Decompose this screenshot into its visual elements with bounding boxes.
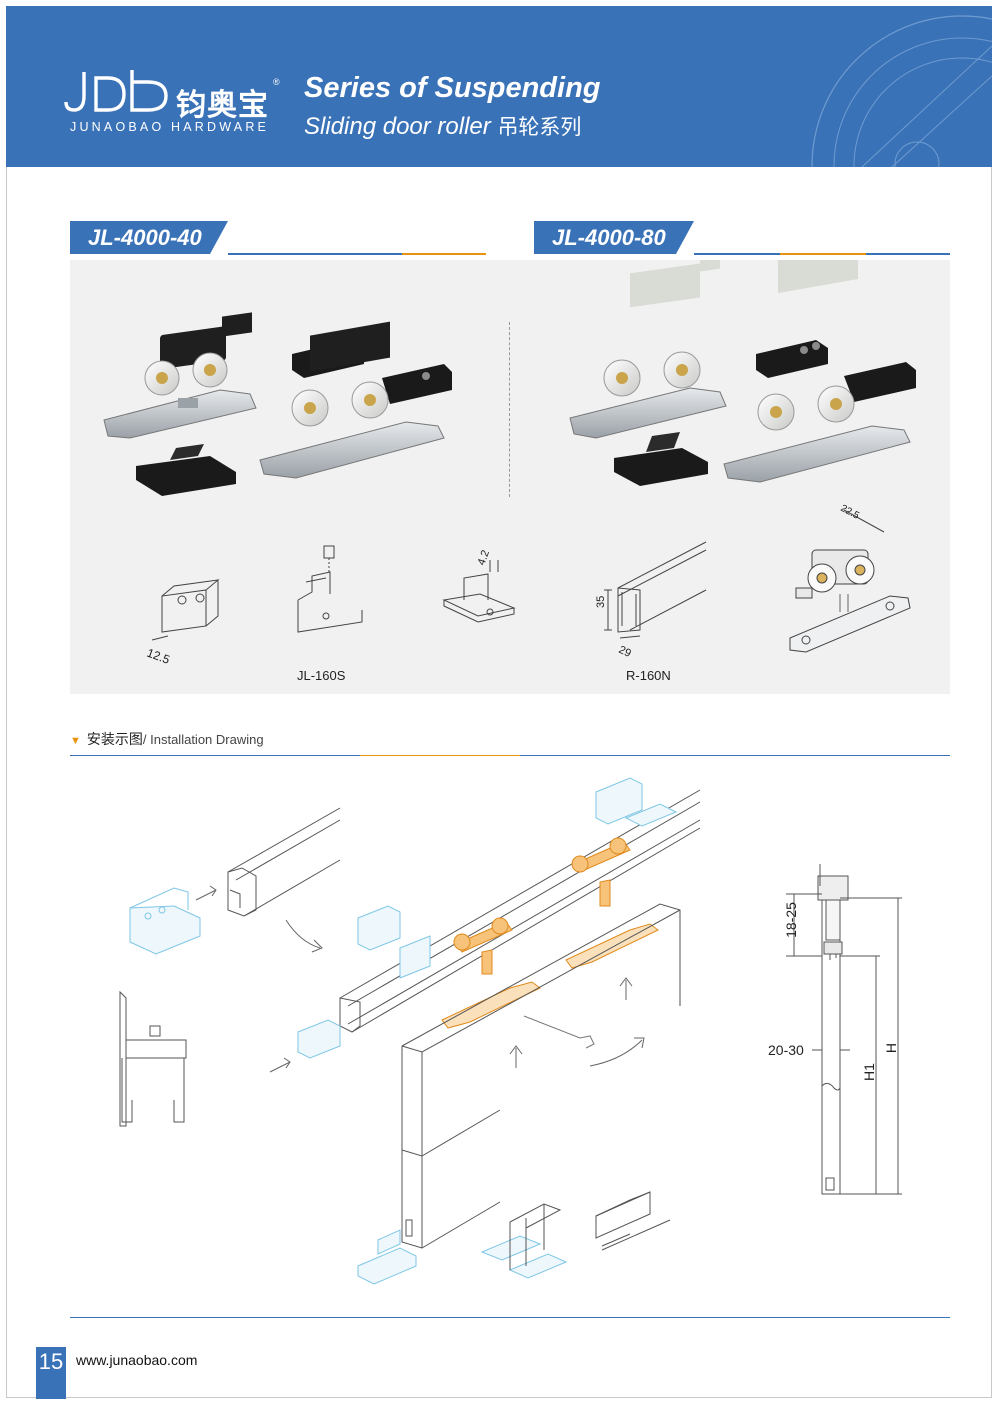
guide-plate-drawing-icon xyxy=(442,560,516,623)
roller-40-second-icon xyxy=(259,321,452,479)
wrench-icon xyxy=(523,1015,595,1049)
door-gap-dim-label: 20-30 xyxy=(768,1042,804,1058)
brand-name-cn: 钧奥宝 xyxy=(176,88,269,123)
curved-arrow-icon xyxy=(285,919,323,953)
stopper-blue-icon xyxy=(297,1019,341,1059)
tab-underline xyxy=(228,253,402,255)
triangle-bullet-icon: ▼ xyxy=(70,735,81,747)
guide-block-80-icon xyxy=(614,432,708,486)
end-stop-blue-icon xyxy=(357,777,678,979)
track-cross-section-icon xyxy=(119,990,187,1127)
circle-decoration-icon xyxy=(811,15,992,167)
r-160n-track-drawing-icon xyxy=(604,541,707,639)
section-underline xyxy=(70,755,360,756)
track-segment-icon xyxy=(227,807,341,917)
track-width-label: 29 xyxy=(617,644,633,660)
side-elevation-icon xyxy=(786,864,902,1195)
header-banner xyxy=(6,6,992,167)
series-subtitle-en: Sliding door roller xyxy=(304,113,491,140)
roller-dim-label: 22.5 xyxy=(839,503,862,522)
product-illustrations: 12.5 4.2 35 29 22.5 xyxy=(103,260,916,667)
installation-drawing: 18-25 20-30 H1 H xyxy=(119,777,902,1285)
jl-160s-bracket-drawing-icon xyxy=(297,545,363,633)
series-subtitle-cn: 吊轮系列 xyxy=(497,115,582,139)
arrow-icon xyxy=(195,885,217,901)
bottom-guide-blue-icon xyxy=(357,1229,568,1285)
up-arrow-icon xyxy=(509,1045,523,1068)
tab-underline-accent xyxy=(780,253,866,255)
roller-80-second-icon xyxy=(723,260,916,483)
stopper-80-icon xyxy=(756,340,828,378)
guide-dim-label: 4.2 xyxy=(476,549,493,567)
main-track-icon xyxy=(339,789,701,1033)
jl-160s-caption: JL-160S xyxy=(297,668,346,683)
rotate-arrow-icon xyxy=(589,1037,645,1067)
roller-assembly-drawing-icon xyxy=(789,509,911,653)
end-bracket-drawing-icon xyxy=(151,579,220,641)
series-subtitle: Sliding door roller 吊轮系列 xyxy=(304,111,581,141)
brand-name-en: JUNAOBAO HARDWARE xyxy=(70,120,270,134)
website-url[interactable]: www.junaobao.com xyxy=(76,1352,198,1368)
logo-icon xyxy=(64,70,168,112)
series-title: Series of Suspending xyxy=(304,72,601,104)
arrow-icon xyxy=(269,1057,291,1073)
tab-underline xyxy=(866,253,950,255)
section-underline xyxy=(520,755,950,756)
installation-title-sep: / xyxy=(142,732,151,747)
installation-title: ▼ 安装示图/ Installation Drawing xyxy=(70,729,264,749)
door-bottom-icon xyxy=(509,1203,562,1270)
roller-40-black-icon xyxy=(103,312,257,439)
h1-dim-label: H1 xyxy=(861,1063,877,1081)
panel-divider xyxy=(509,322,510,497)
h-dim-label: H xyxy=(883,1043,899,1053)
tab-underline-accent xyxy=(402,253,486,255)
roller-orange-icon xyxy=(453,837,631,975)
up-arrow-icon xyxy=(619,977,633,1000)
bracket-dim-label: 12.5 xyxy=(145,646,172,667)
section-underline-accent xyxy=(360,755,520,756)
floor-track-icon xyxy=(595,1191,671,1251)
r-160n-caption: R-160N xyxy=(626,668,671,683)
installation-title-en: Installation Drawing xyxy=(150,732,264,747)
tab-jl-4000-40: JL-4000-40 xyxy=(70,221,210,254)
tab-jl-4000-80: JL-4000-80 xyxy=(534,221,676,254)
roller-80-white-icon xyxy=(569,260,727,439)
tab-notch xyxy=(676,221,694,254)
gap-dim-label: 18-25 xyxy=(783,902,799,938)
guide-block-40-icon xyxy=(136,444,236,496)
track-height-label: 35 xyxy=(595,596,607,608)
registered-mark: ® xyxy=(273,77,280,87)
wall-bracket-blue-icon xyxy=(129,887,201,955)
installation-title-cn: 安装示图 xyxy=(86,732,143,748)
page-number: 15 xyxy=(36,1347,66,1399)
tab-underline xyxy=(694,253,780,255)
footer-line xyxy=(70,1317,950,1318)
door-panel-icon xyxy=(401,903,681,1249)
tab-notch xyxy=(210,221,228,254)
